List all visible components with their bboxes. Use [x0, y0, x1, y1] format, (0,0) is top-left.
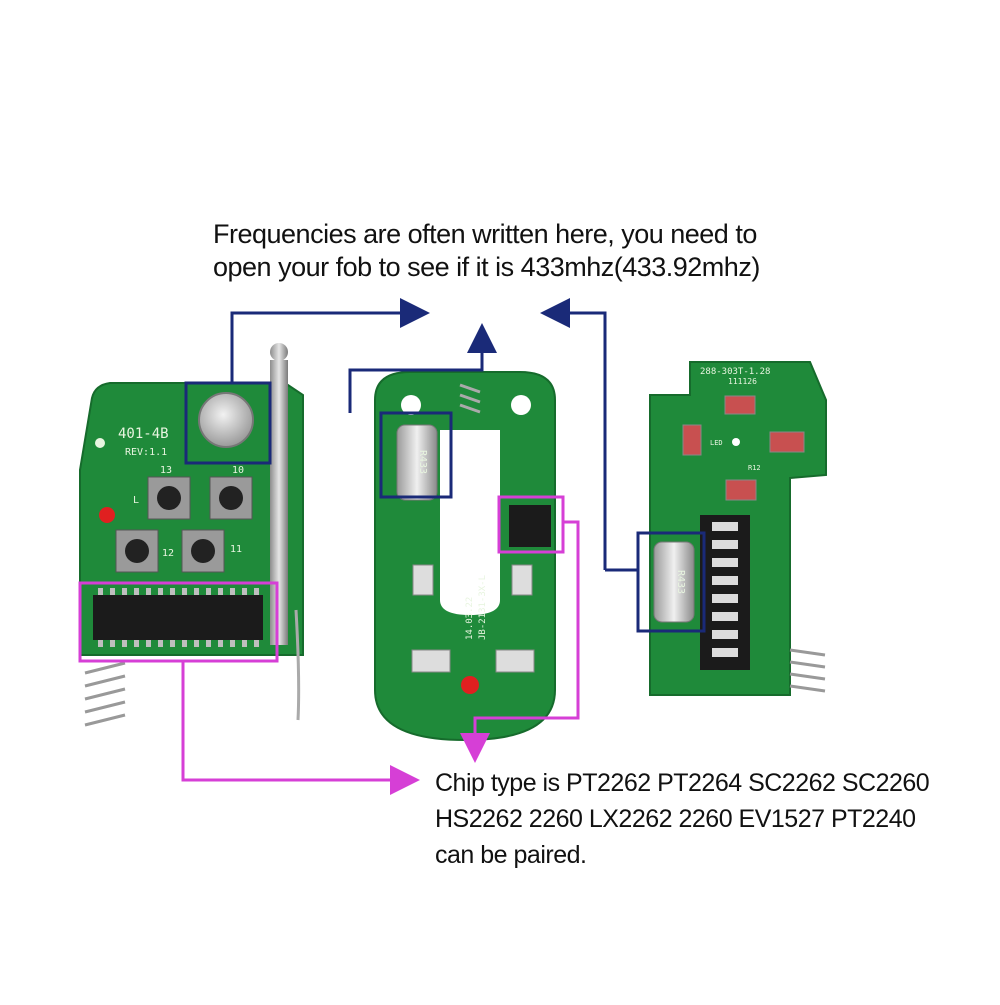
left-model-label: 401-4B — [118, 426, 169, 442]
button-label-13: 13 — [160, 465, 172, 476]
red-led — [99, 507, 115, 523]
middle-chip — [509, 505, 551, 547]
left-rev-label: REV:1.1 — [125, 447, 167, 458]
right-crystal-callout-box — [636, 531, 706, 633]
right-board-code: 288-303T-1.28 — [700, 367, 770, 377]
right-resistor-label: R12 — [748, 464, 761, 472]
left-chip-callout-box — [78, 581, 279, 663]
right-remote-board: 288-303T-1.28 111126 LED R12 R433 — [636, 361, 827, 696]
right-crystal — [653, 541, 695, 623]
button-label-10: 10 — [232, 465, 244, 476]
middle-crystal-label: R433 — [417, 450, 428, 474]
middle-crystal — [396, 424, 438, 501]
telescopic-antenna — [270, 360, 288, 645]
dip-switch — [700, 515, 750, 670]
middle-crystal-callout-box — [379, 411, 453, 499]
middle-date-code: 14.03.22 — [465, 597, 475, 640]
middle-chip-callout-box — [497, 495, 565, 554]
chip-callout-lines — [181, 520, 580, 795]
middle-board-code: JB-2131-3X-L — [478, 575, 488, 640]
encoder-chip — [93, 595, 263, 640]
battery-spring — [84, 661, 126, 727]
left-buttons — [115, 476, 253, 573]
frequency-callout-lines — [230, 298, 638, 572]
middle-red-led — [461, 676, 479, 694]
right-led-label: LED — [710, 439, 723, 447]
left-crystal-callout-box — [184, 381, 272, 465]
button-label-12: 12 — [162, 548, 174, 559]
left-remote-board: 401-4B REV:1.1 13 10 12 11 L — [78, 343, 304, 727]
frequency-caption-line-1: Frequencies are often written here, you … — [213, 219, 757, 249]
middle-remote-board: R433 JB-2131-3X-L 14.03.22 — [374, 371, 565, 742]
right-crystal-label: R433 — [675, 570, 686, 594]
led-label: L — [133, 495, 139, 506]
frequency-caption: Frequencies are often written here, you … — [213, 218, 833, 284]
button-label-11: 11 — [230, 544, 242, 555]
chip-caption-line-2: HS2262 2260 LX2262 2260 EV1527 PT2240 — [435, 805, 916, 833]
chip-caption-line-1: Chip type is PT2262 PT2264 SC2262 SC2260 — [435, 769, 930, 797]
right-date-code: 111126 — [728, 377, 757, 386]
frequency-caption-line-2: open your fob to see if it is 433mhz(433… — [213, 252, 760, 282]
crystal-oscillator — [198, 392, 254, 448]
chip-caption-line-3: can be paired. — [435, 841, 587, 869]
chip-caption: Chip type is PT2262 PT2264 SC2262 SC2260… — [435, 765, 995, 873]
